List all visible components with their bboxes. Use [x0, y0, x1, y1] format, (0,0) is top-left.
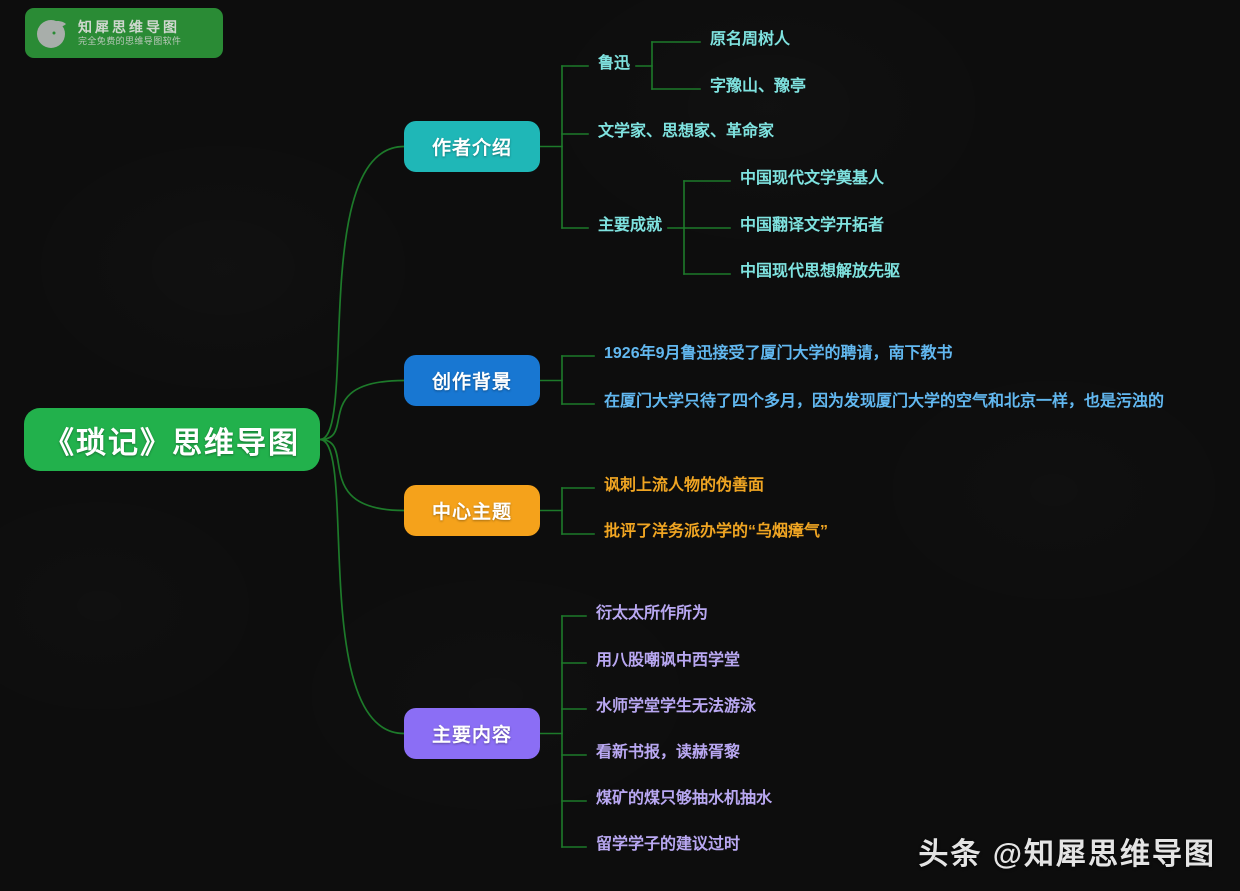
leaf-node[interactable]: 衍太太所作所为 [596, 606, 708, 622]
leaf-node[interactable]: 讽刺上流人物的伪善面 [604, 478, 764, 494]
leaf-node-label: 讽刺上流人物的伪善面 [604, 477, 765, 494]
leaf-node-label: 水师学堂学生无法游泳 [596, 698, 757, 715]
leaf-node-label: 用八股嘲讽中西学堂 [596, 652, 741, 669]
leaf-node[interactable]: 水师学堂学生无法游泳 [596, 699, 756, 715]
leaf-node[interactable]: 看新书报，读赫胥黎 [596, 745, 740, 761]
leaf-node[interactable]: 原名周树人 [710, 32, 790, 48]
brand-title: 知犀思维导图 [78, 19, 180, 35]
leaf-node-label: 1926年9月鲁迅接受了厦门大学的聘请，南下教书 [604, 345, 953, 362]
leaf-node[interactable]: 文学家、思想家、革命家 [598, 124, 774, 140]
rhino-icon [37, 20, 66, 48]
leaf-node-label: 看新书报，读赫胥黎 [596, 744, 741, 761]
leaf-node-label: 鲁迅 [598, 55, 631, 72]
branch-node-label: 作者介绍 [431, 138, 512, 159]
leaf-node-label: 中国现代思想解放先驱 [740, 263, 901, 280]
leaf-node-label: 字豫山、豫亭 [710, 78, 807, 95]
watermark: 头条 @知犀思维导图 [918, 838, 1216, 871]
branch-node-label: 创作背景 [431, 372, 512, 393]
leaf-node[interactable]: 中国现代文学奠基人 [740, 171, 884, 187]
leaf-node-label: 留学学子的建议过时 [596, 836, 741, 853]
leaf-node[interactable]: 批评了洋务派办学的“乌烟瘴气” [604, 524, 828, 540]
leaf-node[interactable]: 煤矿的煤只够抽水机抽水 [596, 791, 772, 807]
leaf-node[interactable]: 在厦门大学只待了四个多月，因为发现厦门大学的空气和北京一样，也是污浊的 [604, 394, 1164, 410]
leaf-node-label: 煤矿的煤只够抽水机抽水 [596, 790, 773, 807]
leaf-node[interactable]: 鲁迅 [598, 56, 630, 72]
leaf-node-label: 衍太太所作所为 [596, 605, 709, 622]
leaf-node-label: 中国翻译文学开拓者 [740, 217, 885, 234]
leaf-node[interactable]: 中国现代思想解放先驱 [740, 264, 900, 280]
leaf-node[interactable]: 中国翻译文学开拓者 [740, 218, 884, 234]
branch-node-4[interactable]: 主要内容 [404, 708, 540, 759]
leaf-node[interactable]: 主要成就 [598, 218, 662, 234]
leaf-node-label: 主要成就 [598, 217, 663, 234]
branch-node-2[interactable]: 创作背景 [404, 355, 540, 406]
leaf-node-label: 文学家、思想家、革命家 [598, 123, 775, 140]
branch-node-label: 主要内容 [431, 725, 512, 746]
leaf-node-label: 在厦门大学只待了四个多月，因为发现厦门大学的空气和北京一样，也是污浊的 [604, 393, 1165, 410]
root-node-label: 《琐记》思维导图 [44, 426, 300, 460]
leaf-node[interactable]: 字豫山、豫亭 [710, 79, 806, 95]
branch-node-3[interactable]: 中心主题 [404, 485, 540, 536]
leaf-node[interactable]: 用八股嘲讽中西学堂 [596, 653, 740, 669]
leaf-node[interactable]: 留学学子的建议过时 [596, 837, 740, 853]
leaf-node-label: 批评了洋务派办学的“乌烟瘴气” [604, 523, 829, 540]
leaf-node[interactable]: 1926年9月鲁迅接受了厦门大学的聘请，南下教书 [604, 346, 953, 362]
branch-node-label: 中心主题 [431, 502, 512, 523]
brand-logo[interactable]: 知犀思维导图 完全免费的思维导图软件 [25, 8, 223, 58]
brand-subtitle: 完全免费的思维导图软件 [78, 36, 182, 46]
root-node[interactable]: 《琐记》思维导图 [24, 408, 320, 471]
leaf-node-label: 中国现代文学奠基人 [740, 170, 885, 187]
leaf-node-label: 原名周树人 [710, 31, 791, 48]
branch-node-1[interactable]: 作者介绍 [404, 121, 540, 172]
